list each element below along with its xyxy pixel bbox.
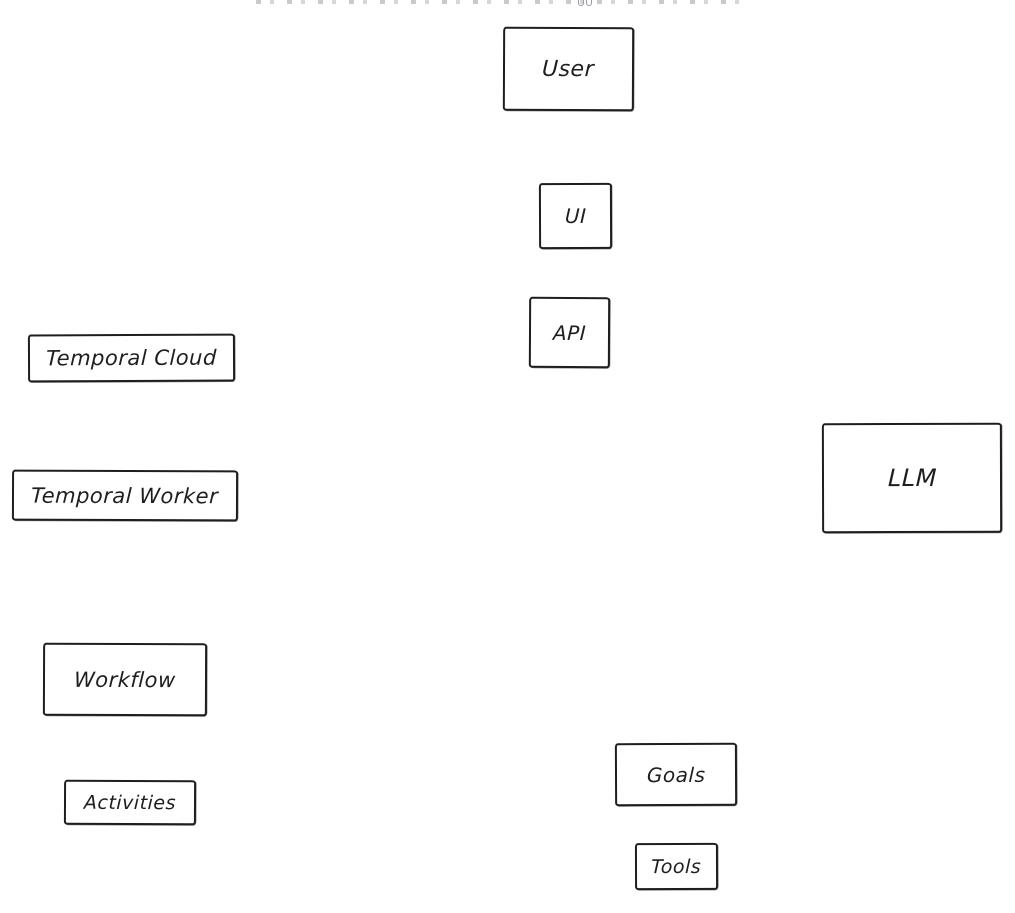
diagram-node-llm: LLM <box>821 422 1003 534</box>
diagram-node-temporal-worker: Temporal Worker <box>11 469 239 522</box>
clipped-descender-mark <box>578 0 584 6</box>
clipped-descender-mark <box>586 0 592 6</box>
diagram-node-workflow: Workflow <box>42 642 208 717</box>
diagram-node-ui: UI <box>538 182 613 250</box>
diagram-node-goals: Goals <box>614 742 738 807</box>
node-label-goals: Goals <box>646 762 706 787</box>
node-label-temporal-worker: Temporal Worker <box>30 483 220 508</box>
diagram-node-api: API <box>528 296 611 369</box>
node-label-user: User <box>541 56 596 82</box>
diagram-node-temporal-cloud: Temporal Cloud <box>27 333 236 383</box>
node-label-ui: UI <box>564 203 587 229</box>
node-label-llm: LLM <box>887 463 937 493</box>
node-label-tools: Tools <box>651 855 702 878</box>
diagram-node-activities: Activities <box>63 779 197 826</box>
node-label-api: API <box>552 320 587 345</box>
node-label-temporal-cloud: Temporal Cloud <box>45 345 218 371</box>
clipped-text-remnant-top <box>256 0 748 4</box>
diagram-node-tools: Tools <box>634 842 719 891</box>
diagram-node-user: User <box>502 26 635 112</box>
node-label-workflow: Workflow <box>73 667 177 692</box>
node-label-activities: Activities <box>83 791 177 814</box>
